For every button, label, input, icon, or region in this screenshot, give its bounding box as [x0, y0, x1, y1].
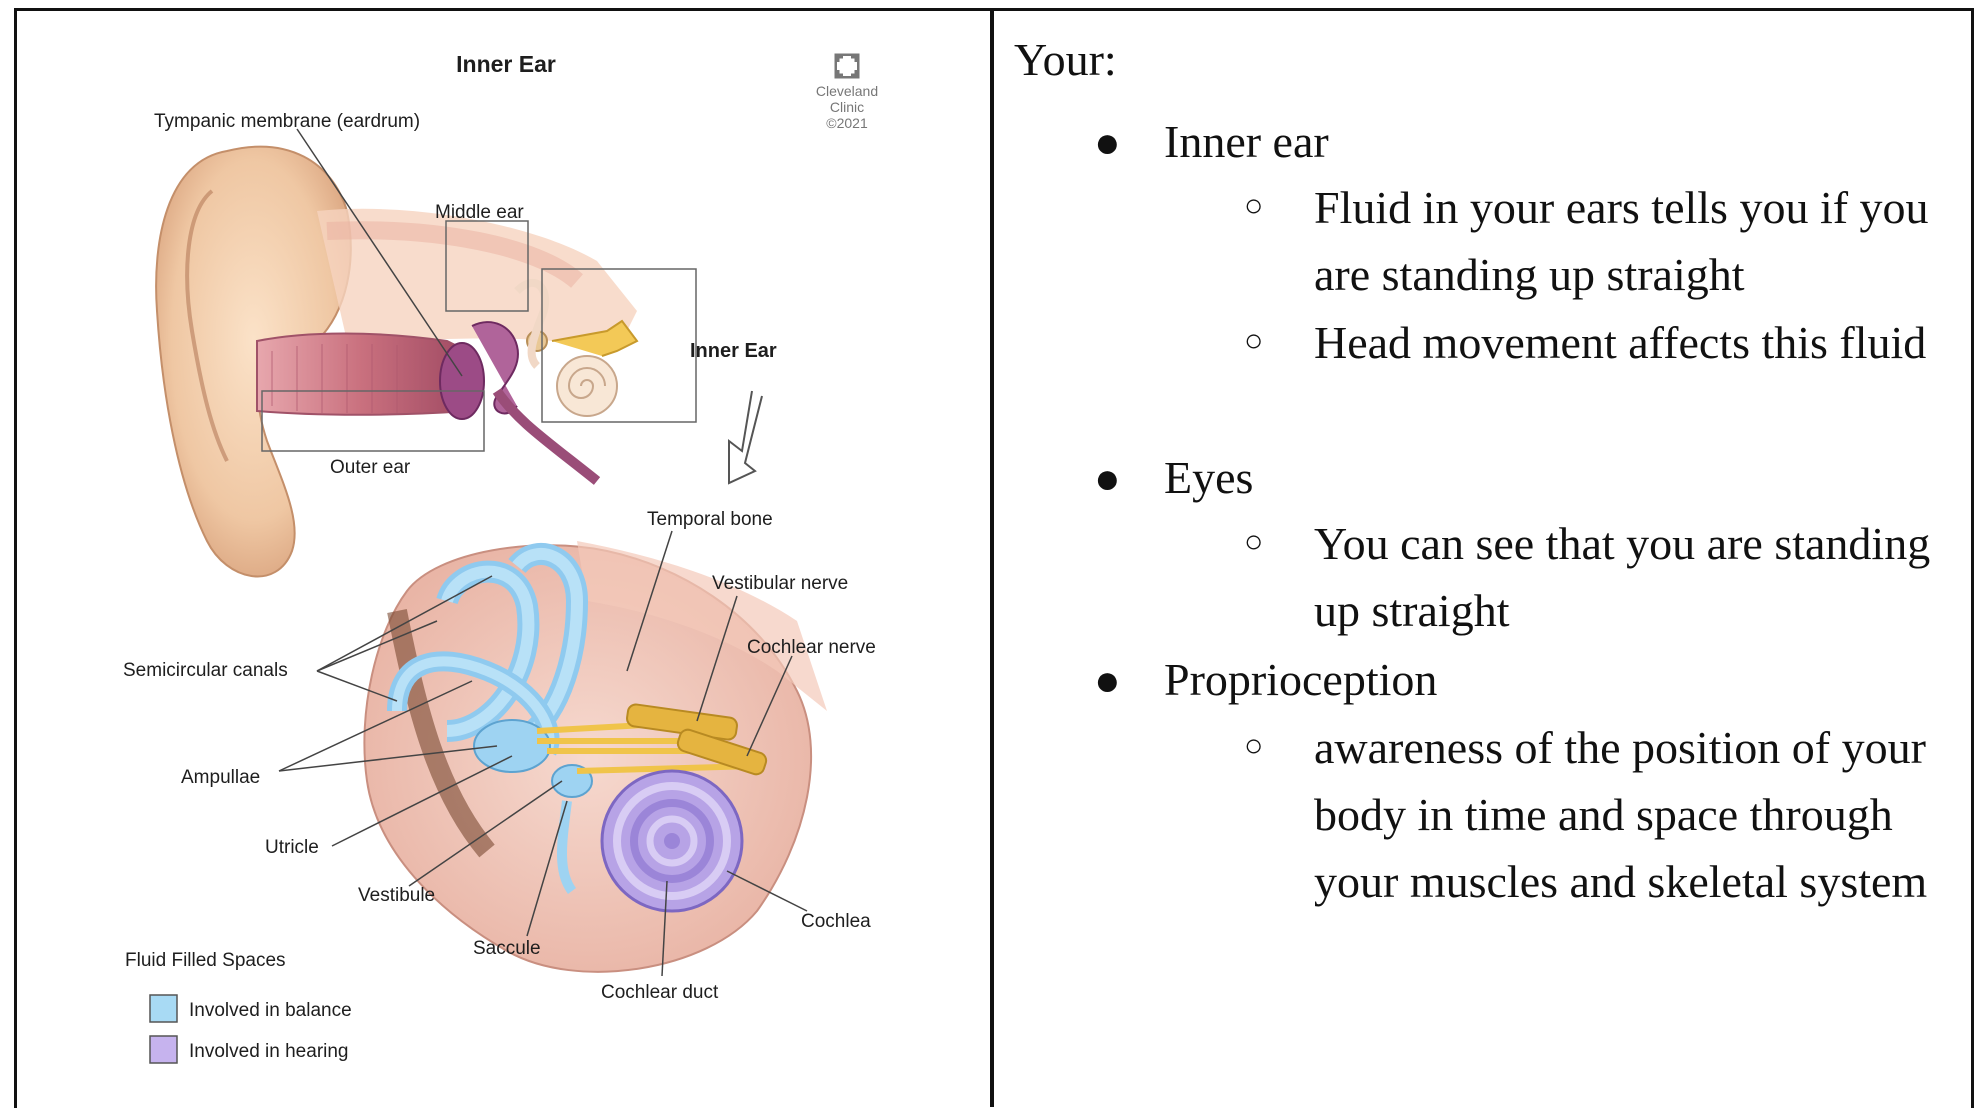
- label-cochlear-nerve: Cochlear nerve: [747, 637, 876, 658]
- table-frame: [14, 8, 1974, 1108]
- bullet-inner-ear: Inner ear: [1164, 116, 1329, 167]
- zoom-arrow-icon: [728, 390, 763, 485]
- inner-ear-box: [541, 268, 697, 423]
- sub-bullet-icon: ○: [1244, 727, 1264, 763]
- legend-label-hearing: Involved in hearing: [189, 1041, 349, 1062]
- sub-bullet-head-movement: Head movement affects this fluid: [1314, 317, 1927, 368]
- legend: Fluid Filled Spaces Involved in balance …: [125, 950, 352, 1064]
- label-temporal-bone: Temporal bone: [647, 509, 773, 530]
- legend-swatch-hearing: [149, 1035, 178, 1064]
- label-semicircular-canals: Semicircular canals: [123, 660, 288, 681]
- label-tympanic-membrane: Tympanic membrane (eardrum): [154, 111, 420, 132]
- ear-canal: [256, 332, 468, 416]
- column-divider: [990, 8, 994, 1107]
- sub-bullet-fluid: Fluid in your ears tells you if you are …: [1314, 182, 1929, 300]
- label-cochlear-duct: Cochlear duct: [601, 982, 719, 1003]
- bullet-icon: ●: [1094, 656, 1121, 705]
- label-vestibular-nerve: Vestibular nerve: [712, 573, 848, 594]
- sub-bullet-icon: ○: [1244, 523, 1264, 559]
- sub-bullet-icon: ○: [1244, 322, 1264, 358]
- bullet-eyes: Eyes: [1164, 452, 1254, 503]
- credit-line-3: ©2021: [826, 115, 868, 131]
- ear-illustration-cell: Cleveland Clinic ©2021 Inner Ear: [17, 11, 990, 1107]
- bullet-icon: ●: [1094, 118, 1121, 167]
- inner-ear-illustration: Cleveland Clinic ©2021 Inner Ear: [123, 51, 878, 1064]
- bullet-icon: ●: [1094, 454, 1121, 503]
- sub-bullet-awareness: awareness of the position of your body i…: [1314, 722, 1928, 907]
- middle-ear-structures: [439, 321, 601, 485]
- label-utricle: Utricle: [265, 837, 319, 858]
- label-cochlea: Cochlea: [801, 911, 871, 932]
- notes-heading: Your:: [1014, 34, 1117, 85]
- label-middle-ear: Middle ear: [435, 202, 524, 223]
- inner-ear-small: [514, 279, 639, 417]
- legend-label-balance: Involved in balance: [189, 1000, 352, 1021]
- label-outer-ear: Outer ear: [330, 457, 411, 478]
- middle-ear-box: [445, 220, 529, 312]
- enlarged-inner-ear: [363, 541, 827, 973]
- bullet-proprioception: Proprioception: [1164, 654, 1438, 705]
- sub-bullet-see: You can see that you are standing up str…: [1314, 518, 1931, 636]
- label-vestibule: Vestibule: [358, 885, 435, 906]
- label-ampullae: Ampullae: [181, 767, 260, 788]
- legend-swatch-balance: [149, 994, 178, 1023]
- outer-ear-pinna: [155, 145, 637, 578]
- label-inner-ear: Inner Ear: [690, 340, 777, 362]
- notes-cell: Your: ● Inner ear ○ Fluid in your ears t…: [994, 11, 1971, 1107]
- credit-line-2: Clinic: [830, 99, 864, 115]
- cleveland-clinic-logo: [834, 53, 860, 79]
- sub-bullet-icon: ○: [1244, 187, 1264, 223]
- label-saccule: Saccule: [473, 938, 541, 959]
- outer-ear-box: [261, 390, 485, 452]
- credit-line-1: Cleveland: [816, 83, 878, 99]
- figure-title: Inner Ear: [456, 51, 556, 77]
- legend-title: Fluid Filled Spaces: [125, 950, 286, 971]
